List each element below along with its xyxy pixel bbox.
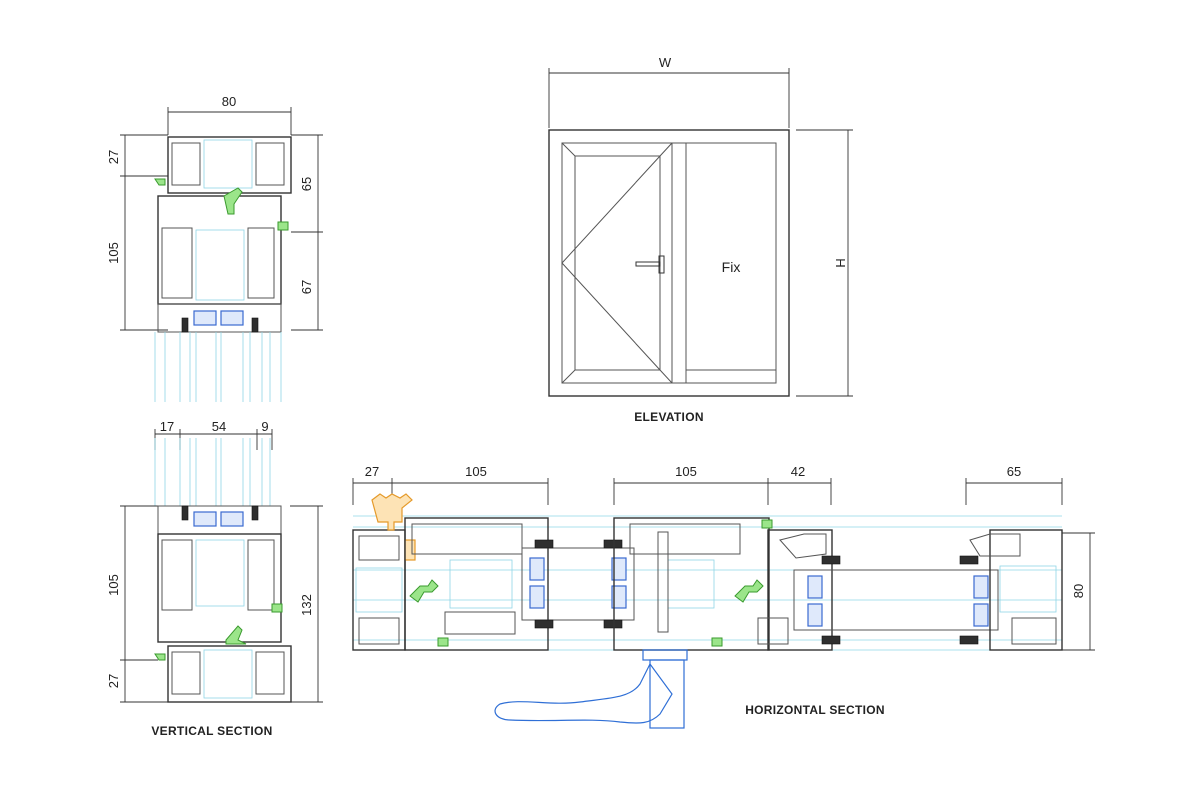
vs-bottom-top-dim-2: 54	[212, 419, 226, 434]
horizontal-section: 27 105 105 42 65 80	[352, 464, 1095, 729]
vertical-section-caption: VERTICAL SECTION	[151, 724, 272, 738]
gasket-green	[734, 579, 764, 603]
igu-frame	[521, 547, 635, 621]
handle-rosette	[649, 659, 685, 729]
seal-dark	[821, 635, 841, 645]
hs-dim-3: 105	[675, 464, 697, 479]
gasket-green	[154, 178, 166, 186]
gasket-green	[225, 625, 247, 645]
seal-dark	[603, 619, 623, 629]
glazing-spacer	[193, 310, 217, 326]
window-outer-frame	[548, 129, 790, 397]
glazing-spacer	[220, 511, 244, 527]
vs-bottom-left-dim-2: 27	[106, 674, 121, 688]
height-dimension: H	[796, 129, 853, 397]
hs-dimension-chain: 27 105 105 42 65	[352, 464, 1063, 505]
horizontal-section-caption: HORIZONTAL SECTION	[745, 703, 885, 717]
gasket-green	[761, 519, 773, 529]
height-label: H	[833, 258, 848, 267]
vertical-section-top: 80 27 105 65 67	[106, 94, 323, 402]
gasket-green	[409, 579, 439, 603]
hs-right-dim: 80	[1071, 584, 1086, 598]
vs-bottom-left-dim-1: 105	[106, 574, 121, 596]
elevation-view: W H Fix ELEVATION	[548, 55, 853, 424]
window-lever-handle-icon	[494, 662, 673, 724]
glazing-spacer	[807, 603, 823, 627]
glazing-spacer	[193, 511, 217, 527]
gasket-green	[154, 653, 166, 661]
seal-dark	[251, 505, 259, 521]
vs-top-right-dim-2: 67	[299, 280, 314, 294]
sash-frame	[574, 155, 661, 371]
gasket-green	[277, 221, 289, 231]
opening-direction-lines	[561, 155, 661, 371]
glazing-spacer	[220, 310, 244, 326]
seal-dark	[821, 555, 841, 565]
seal-dark	[534, 619, 554, 629]
vs-top-width-dim: 80	[222, 94, 236, 109]
vs-bottom-right-dim: 132	[299, 594, 314, 616]
glass-lines	[154, 438, 271, 506]
gasket-green	[223, 187, 243, 215]
seal-dark	[603, 539, 623, 549]
hs-dim-5: 65	[1007, 464, 1021, 479]
handle-spindle	[657, 531, 669, 633]
window-handle-icon	[635, 255, 665, 274]
hs-dim-1: 27	[365, 464, 379, 479]
glazing-spacer	[807, 575, 823, 599]
vs-top-right-dim-1: 65	[299, 177, 314, 191]
hs-dim-2: 105	[465, 464, 487, 479]
seal-dark	[959, 555, 979, 565]
seal-dark	[251, 317, 259, 333]
seal-dark	[181, 317, 189, 333]
seal-dark	[181, 505, 189, 521]
elevation-caption: ELEVATION	[634, 410, 704, 424]
glazing-spacer	[973, 575, 989, 599]
seal-dark	[959, 635, 979, 645]
igu-frame	[793, 569, 999, 631]
vs-bottom-top-dim-3: 9	[261, 419, 268, 434]
vs-bottom-top-dim-1: 17	[160, 419, 174, 434]
glass-lines	[154, 332, 282, 402]
glazing-spacer	[611, 557, 627, 581]
glazing-spacer	[973, 603, 989, 627]
vertical-section-bottom: 17 54 9 105 27 132	[106, 419, 323, 738]
vs-top-left-dim-1: 27	[106, 150, 121, 164]
fixed-panel-label: Fix	[722, 259, 741, 275]
gasket-green	[711, 637, 723, 647]
width-dimension: W	[548, 55, 790, 128]
glazing-spacer	[529, 585, 545, 609]
hs-dim-4: 42	[791, 464, 805, 479]
glazing-spacer	[529, 557, 545, 581]
glazing-spacer	[611, 585, 627, 609]
seal-dark	[534, 539, 554, 549]
window-inner-frame	[561, 142, 777, 384]
handle-base	[642, 649, 688, 661]
thermal-break-insert	[371, 493, 413, 531]
vs-top-left-dim-2: 105	[106, 242, 121, 264]
gasket-green	[437, 637, 449, 647]
gasket-green	[271, 603, 283, 613]
width-label: W	[659, 55, 672, 70]
